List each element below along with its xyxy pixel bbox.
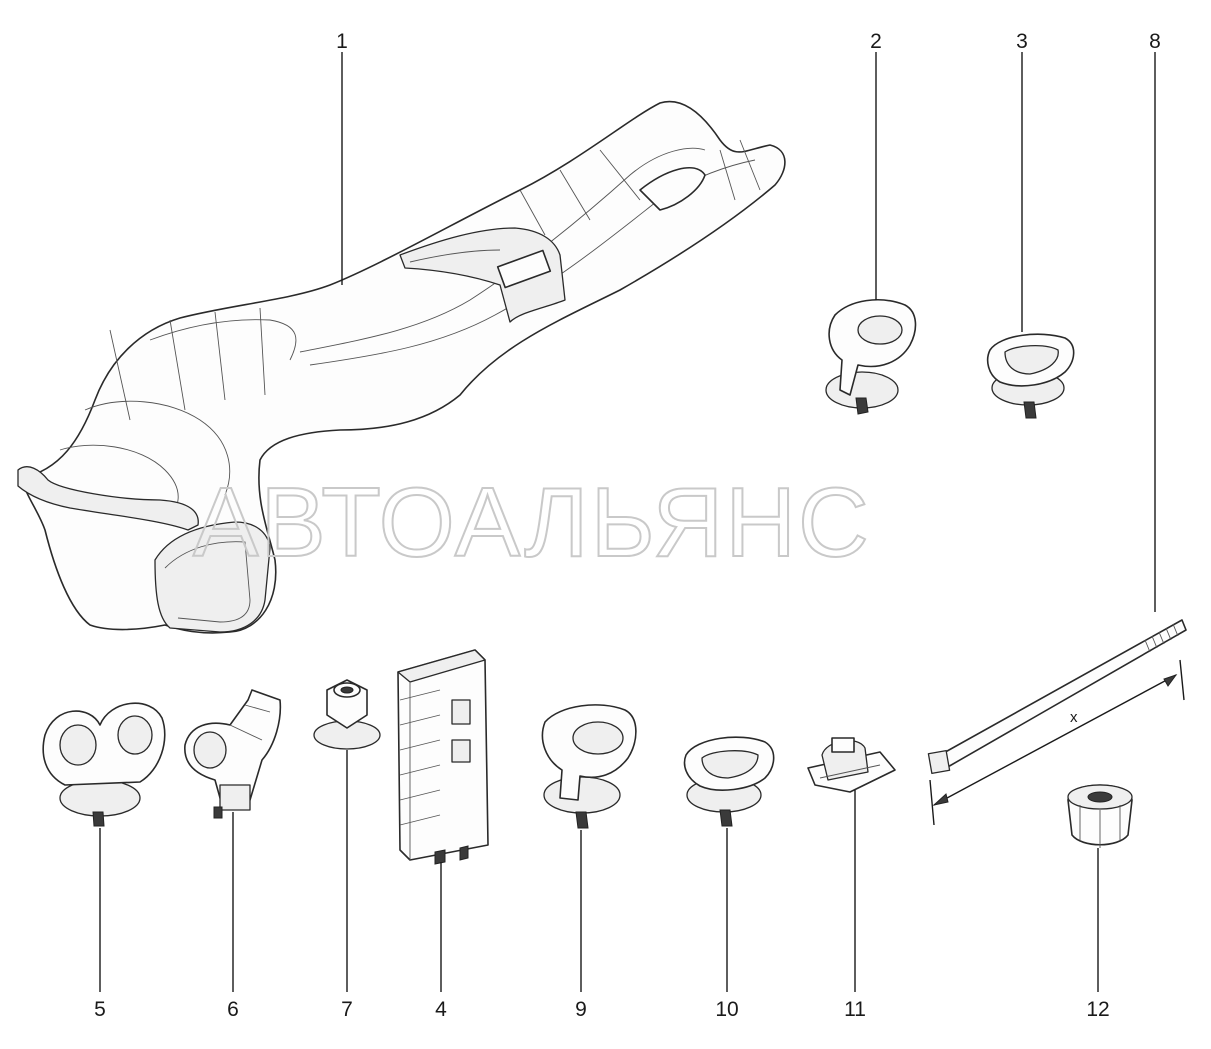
part-4-connector-block xyxy=(397,649,489,865)
callout-12: 12 xyxy=(1086,998,1109,1021)
callout-9: 9 xyxy=(575,998,587,1021)
callout-1: 1 xyxy=(336,30,348,53)
part-3-clip xyxy=(986,333,1075,419)
callout-2: 2 xyxy=(870,30,882,53)
part-7-flange-nut xyxy=(313,679,381,750)
callout-4: 4 xyxy=(435,998,447,1021)
callout-3: 3 xyxy=(1016,30,1028,53)
part-11-small-clip xyxy=(807,737,896,793)
callout-6: 6 xyxy=(227,998,239,1021)
dimension-x-label: x xyxy=(1070,709,1078,726)
part-9-clip xyxy=(541,704,637,829)
part-12-push-nut xyxy=(1067,784,1133,848)
part-6-clip xyxy=(184,689,282,819)
callout-8: 8 xyxy=(1149,30,1161,53)
callout-5: 5 xyxy=(94,998,106,1021)
watermark-text: АВТОАЛЬЯНС xyxy=(193,467,871,577)
part-10-clip xyxy=(683,736,775,827)
part-2-clip xyxy=(825,299,917,415)
callout-10: 10 xyxy=(715,998,738,1021)
part-1-cable-duct xyxy=(17,100,786,634)
part-5-double-clip xyxy=(42,702,166,827)
callout-7: 7 xyxy=(341,998,353,1021)
part-8-cable-tie: x xyxy=(927,619,1187,826)
callout-11: 11 xyxy=(844,998,866,1021)
